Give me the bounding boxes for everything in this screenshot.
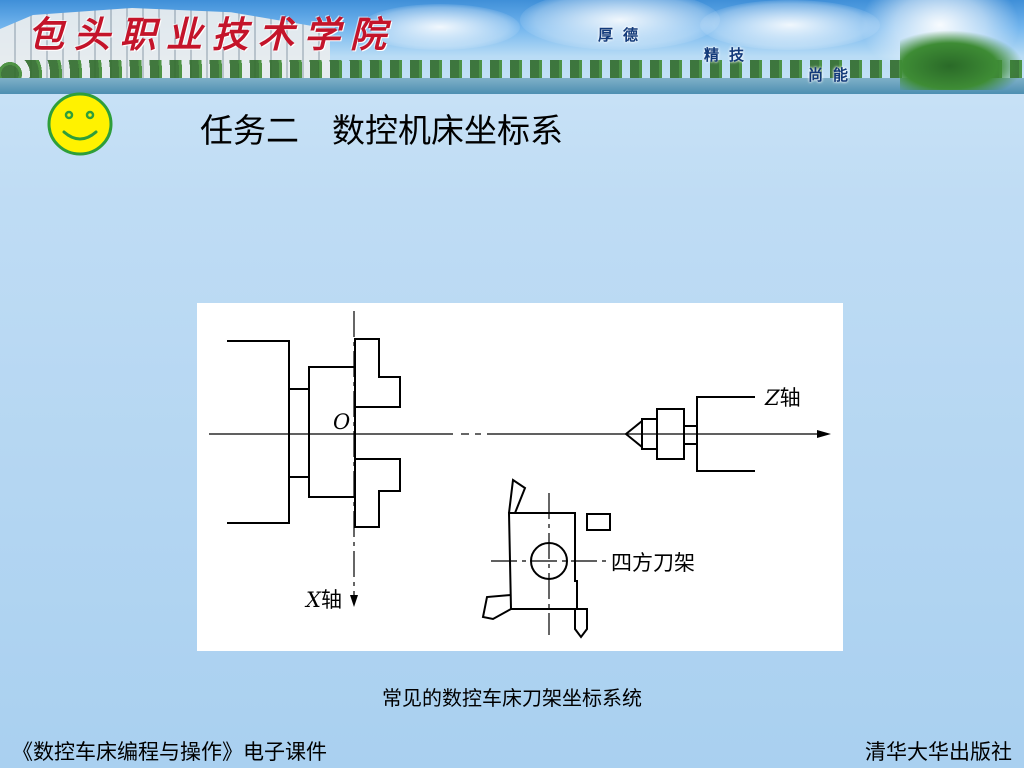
x-axis-label: X轴 xyxy=(304,588,342,612)
x-axis-arrowhead xyxy=(350,595,358,607)
z-axis-label: Z轴 xyxy=(764,386,801,410)
lathe-coordinate-diagram: O Z轴 X轴 四方刀架 xyxy=(197,303,843,651)
tool-bottom xyxy=(574,608,588,639)
tree-line-image xyxy=(0,60,1024,82)
header-banner: 包头职业技术学院 厚德 精技 尚能 xyxy=(0,0,1024,94)
motto-2: 精技 xyxy=(704,46,755,64)
upper-jaw xyxy=(354,338,401,408)
motto-3: 尚能 xyxy=(808,66,859,84)
tool-left-lower xyxy=(481,594,512,621)
cloud xyxy=(360,4,520,50)
tool-post-label: 四方刀架 xyxy=(611,551,695,575)
cloud xyxy=(700,0,880,50)
z-axis-arrowhead xyxy=(817,430,831,438)
cloud xyxy=(520,0,720,50)
figure-caption: 常见的数控车床刀架坐标系统 xyxy=(382,686,642,710)
trees-image xyxy=(900,30,1024,90)
tool-holder-right xyxy=(586,513,611,531)
motto-1: 厚德 xyxy=(598,26,649,44)
origin-label: O xyxy=(333,410,350,434)
lower-jaw xyxy=(354,458,401,528)
headstock-outline xyxy=(227,340,290,524)
footer-publisher: 清华大华出版社 xyxy=(865,740,1012,764)
tailstock-quill xyxy=(683,425,698,445)
chuck-body xyxy=(308,366,356,498)
chuck-step xyxy=(288,388,310,478)
smiley-face-icon xyxy=(47,92,113,156)
school-name-calligraphy: 包头职业技术学院 xyxy=(28,14,397,56)
footer-course-title: 《数控车床编程与操作》电子课件 xyxy=(12,740,327,764)
diagram-drawing: O Z轴 X轴 四方刀架 xyxy=(209,311,831,639)
lake-image xyxy=(0,78,1024,94)
z-axis-letter: Z xyxy=(764,386,780,410)
slide-title: 任务二 数控机床坐标系 xyxy=(200,111,563,150)
x-axis-letter: X xyxy=(304,588,322,612)
x-axis-word: 轴 xyxy=(321,588,342,612)
z-axis-word: 轴 xyxy=(780,386,801,410)
tool-upper xyxy=(508,478,527,514)
